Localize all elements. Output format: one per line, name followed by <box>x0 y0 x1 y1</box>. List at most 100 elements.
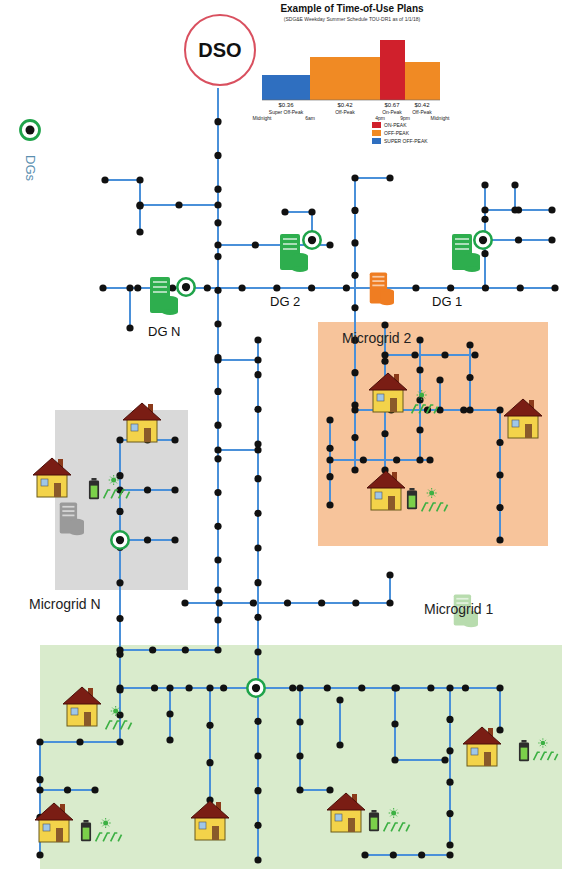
dg-legend-label: DGs <box>23 155 38 181</box>
bus-dot <box>281 208 288 215</box>
node-title: DSO <box>198 39 241 62</box>
feeder-line <box>365 854 450 856</box>
bus-dot <box>390 851 397 858</box>
bus-dot <box>36 776 43 783</box>
bus-dot <box>336 741 343 748</box>
bus-dot <box>446 684 453 691</box>
controller-server <box>60 502 84 535</box>
bus-dot <box>416 366 423 373</box>
bus-dot <box>324 684 331 691</box>
bus-dot <box>416 396 423 403</box>
bus-dot <box>76 738 83 745</box>
bus-dot <box>426 456 433 463</box>
bus-dot <box>381 321 388 328</box>
bus-dot <box>214 201 221 208</box>
microgrid-region <box>318 322 548 546</box>
feeder-line <box>449 688 451 845</box>
legend-swatch <box>372 130 381 136</box>
bus-dot <box>175 201 182 208</box>
bus-dot <box>352 599 359 606</box>
bus-dot <box>206 759 213 766</box>
bus-dot <box>144 536 151 543</box>
microgrid-region: Microgrid 2 <box>318 322 548 546</box>
bus-dot <box>214 320 221 327</box>
bus-dot <box>254 752 261 759</box>
microgrid-region <box>40 645 562 869</box>
bus-dot <box>214 118 221 125</box>
bus-dot <box>36 851 43 858</box>
bus-dot <box>418 851 425 858</box>
feeder-line <box>339 700 341 745</box>
bus-dot <box>214 616 221 623</box>
bus-dot <box>254 822 261 829</box>
bus-dot <box>511 181 518 188</box>
axis-label: Midnight <box>431 115 450 121</box>
bus-dot <box>436 376 443 383</box>
bus-dot <box>386 571 393 578</box>
bus-dot <box>214 152 221 159</box>
bus-dot <box>343 284 350 291</box>
bus-dot <box>151 684 158 691</box>
bus-dot <box>101 176 108 183</box>
dg-symbol <box>177 278 194 295</box>
bus-dot <box>91 786 98 793</box>
bus-dot <box>254 475 261 482</box>
bus-dot <box>254 614 261 621</box>
dg-symbol <box>474 231 491 248</box>
bus-dot <box>214 646 221 653</box>
bus-dot <box>214 186 221 193</box>
price-label: $0.67 <box>384 102 399 108</box>
node-title: Microgrid 1 <box>424 601 493 617</box>
node-title: Microgrid 2 <box>342 330 411 346</box>
price-label: $0.42 <box>337 102 352 108</box>
bus-dot <box>116 472 123 479</box>
axis-label: 4pm <box>375 115 385 121</box>
bus-dot <box>206 684 213 691</box>
bus-dot <box>358 684 365 691</box>
period-label: Off-Peak <box>335 109 355 115</box>
bus-dot <box>496 536 503 543</box>
bus-dot <box>462 684 469 691</box>
bus-dot <box>220 684 227 691</box>
bus-dot <box>36 786 43 793</box>
bus-dot <box>126 324 133 331</box>
bus-dot <box>515 236 522 243</box>
bus-dot <box>149 646 156 653</box>
feeder-line <box>129 288 131 328</box>
bus-dot <box>134 284 141 291</box>
bus-dot <box>471 351 478 358</box>
feeder-line <box>385 354 475 356</box>
feeder-line <box>439 380 441 410</box>
bus-dot <box>182 646 189 653</box>
bus-dot <box>185 684 192 691</box>
dg-server <box>150 277 178 315</box>
bus-dot <box>166 736 173 743</box>
bus-dot <box>254 856 261 863</box>
bus-dot <box>254 579 261 586</box>
bus-dot <box>381 430 388 437</box>
bus-dot <box>181 599 188 606</box>
bus-dot <box>296 752 303 759</box>
dg-symbol <box>111 531 128 548</box>
node-title: Microgrid N <box>29 596 101 612</box>
feeder-line <box>299 688 301 790</box>
bus-dot <box>548 236 555 243</box>
feeder-line <box>355 177 390 179</box>
period-label: On-Peak <box>382 109 402 115</box>
bus-dot <box>441 756 448 763</box>
bus-dot <box>284 599 291 606</box>
legend-text: OFF-PEAK <box>384 130 409 136</box>
bus-dot <box>351 207 358 214</box>
bus-dot <box>171 486 178 493</box>
bus-dot <box>214 446 221 453</box>
bus-dot <box>326 416 333 423</box>
bus-dot <box>214 253 221 260</box>
bus-dot <box>238 284 245 291</box>
feeder-line <box>105 179 140 181</box>
bus-dot <box>446 747 453 754</box>
feeder-line <box>218 359 258 361</box>
bus-dot <box>214 241 221 248</box>
feeder-line <box>300 789 330 791</box>
legend-row: OFF-PEAK <box>372 130 409 136</box>
